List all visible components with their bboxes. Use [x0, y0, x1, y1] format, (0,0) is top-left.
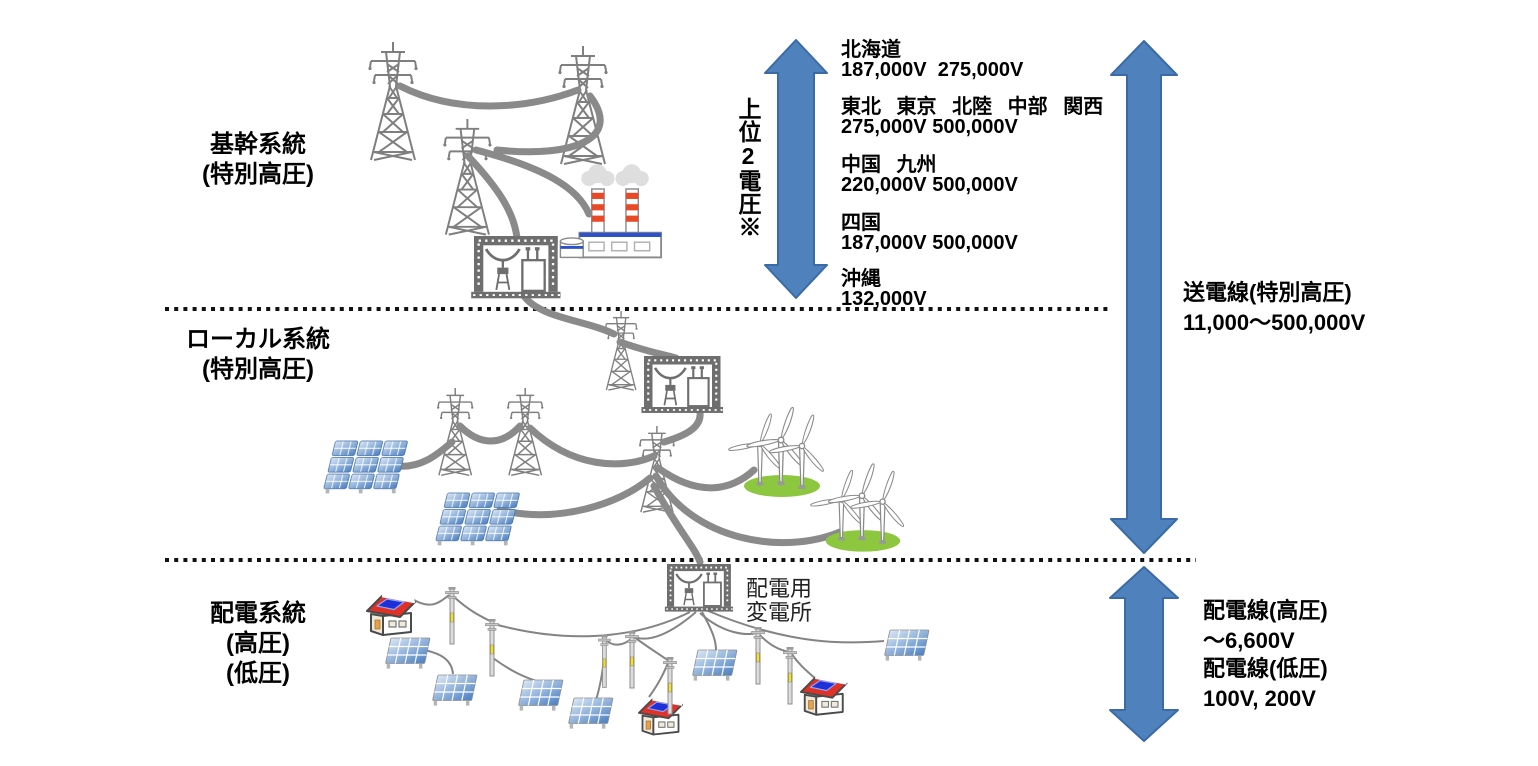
region-voltages: 275,000V 500,000V — [841, 116, 1018, 138]
distribution-low-label: 配電線(低圧) — [1203, 656, 1328, 681]
distribution-low-range: 100V, 200V — [1203, 686, 1316, 711]
region-voltages: 187,000V 275,000V — [841, 59, 1024, 81]
house-icon — [365, 594, 417, 637]
region-voltages: 132,000V — [841, 288, 927, 310]
substation-icon — [640, 354, 726, 415]
region-name: 沖縄 — [841, 268, 881, 290]
transmission-arrow — [1110, 40, 1178, 554]
solar-panel-icon — [567, 697, 614, 730]
utility-pole-icon — [485, 618, 499, 677]
solar-array-icon — [322, 440, 410, 494]
utility-pole-icon — [751, 626, 765, 685]
transmission-line-range: 11,000〜500,000V — [1183, 310, 1366, 335]
distribution-substation-icon — [663, 562, 735, 613]
region-voltages: 220,000V 500,000V — [841, 174, 1018, 196]
solar-array-icon — [434, 492, 522, 546]
region-voltages: 187,000V 500,000V — [841, 232, 1018, 254]
solar-panel-icon — [431, 674, 478, 707]
solar-panel-icon — [883, 629, 930, 662]
distribution-arrow — [1109, 566, 1179, 742]
section-label-distribution: 配電系統 (高圧) (低圧) — [210, 600, 306, 687]
region-name: 四国 — [841, 212, 881, 234]
region-name: 北海道 — [841, 39, 901, 61]
upper-voltage-vertical-label: 上位2電圧※ — [735, 97, 761, 238]
solar-panel-icon — [691, 649, 738, 682]
section-label-local: ローカル系統 (特別高圧) — [186, 326, 330, 383]
power-plant-icon — [559, 163, 663, 259]
transmission-wires — [394, 82, 844, 566]
transmission-line-label: 送電線(特別高圧) — [1183, 280, 1352, 305]
region-name: 東北 東京 北陸 中部 関西 — [841, 96, 1104, 118]
distribution-high-label: 配電線(高圧) — [1203, 598, 1328, 623]
distribution-high-range: 〜6,600V — [1203, 628, 1295, 653]
transmission-tower-icon — [367, 41, 419, 161]
upper-voltage-arrow — [764, 39, 828, 299]
solar-panel-icon — [384, 637, 431, 670]
solar-panel-icon — [517, 679, 564, 712]
house-icon — [799, 676, 848, 716]
transmission-tower-icon — [603, 310, 639, 391]
region-name: 中国 九州 — [841, 154, 937, 176]
house-icon — [637, 698, 684, 736]
section-label-trunk: 基幹系統 (特別高圧) — [202, 131, 314, 188]
substation-icon — [469, 234, 563, 300]
wind-farm-icon — [728, 407, 825, 497]
utility-pole-icon — [783, 646, 797, 705]
distribution-substation-label: 配電用 変電所 — [746, 576, 813, 625]
